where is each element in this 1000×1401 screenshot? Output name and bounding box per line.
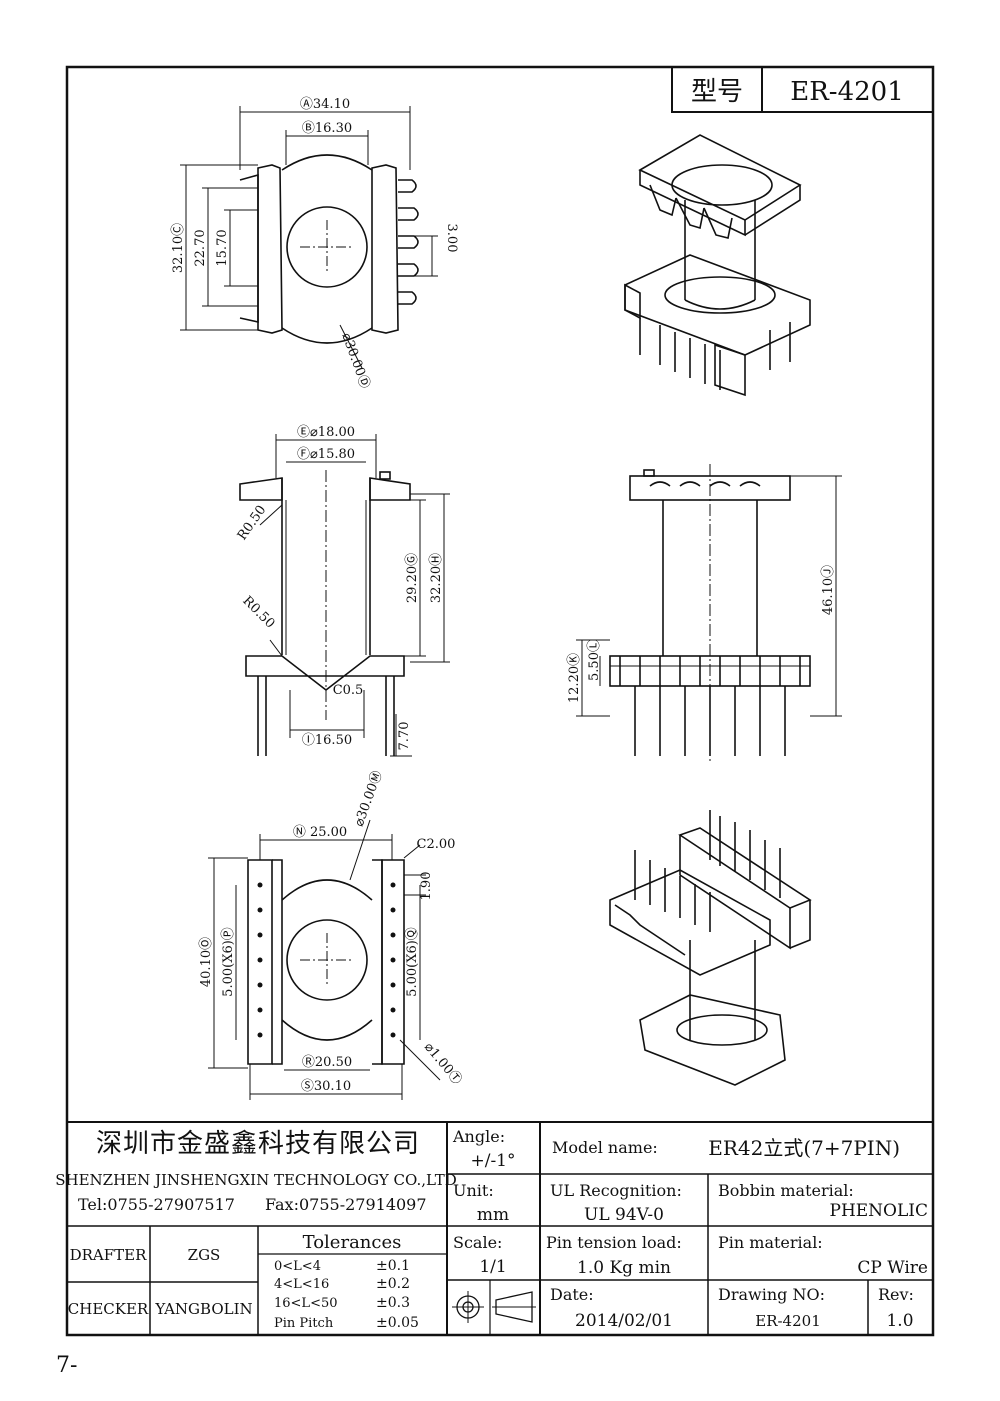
ul-value: UL 94V-0 (584, 1205, 664, 1225)
dim-h: 32.20Ⓗ (429, 553, 444, 603)
dim-o: 40.10Ⓞ (199, 937, 214, 987)
drafter-label: DRAFTER (70, 1246, 148, 1264)
dim-3-00: 3.00 (444, 224, 459, 253)
dim-j: 46.10Ⓙ (821, 565, 836, 615)
model-box-label: 型号 (691, 77, 743, 107)
angle-value: +/-1° (470, 1151, 515, 1171)
tolerance-value-3: ±0.05 (376, 1315, 419, 1331)
top-view-dims: Ⓐ34.10 Ⓑ16.30 32.10Ⓒ 22.70 15.70 3.00 ⌀3… (171, 97, 459, 391)
dim-b: Ⓑ16.30 (302, 121, 352, 136)
projection-symbol-icon (452, 1291, 536, 1323)
checker-value: YANGBOLIN (154, 1300, 252, 1318)
dim-g: 29.20Ⓖ (405, 553, 420, 603)
dim-m: ⌀30.00Ⓜ (352, 769, 386, 829)
tolerance-value-2: ±0.3 (376, 1295, 410, 1311)
model-box-value: ER-4201 (790, 77, 904, 107)
dim-s: Ⓢ30.10 (301, 1079, 351, 1094)
dim-f: Ⓕ⌀15.80 (297, 447, 355, 462)
front-view-dims: 46.10Ⓙ 12.20Ⓚ 5.50Ⓛ (567, 565, 836, 703)
bottom-view-dims: Ⓝ 25.00 ⌀30.00Ⓜ C2.00 1.90 40.10Ⓞ 5.00(X… (199, 769, 464, 1094)
tolerance-value-1: ±0.2 (376, 1276, 410, 1292)
pin-tension-value: 1.0 Kg min (577, 1258, 671, 1278)
angle-label: Angle: (452, 1127, 505, 1146)
dim-c200: C2.00 (417, 837, 456, 852)
date-value: 2014/02/01 (575, 1311, 673, 1331)
dim-1-90: 1.90 (419, 872, 434, 901)
pin-tension-label: Pin tension load: (546, 1233, 682, 1252)
drawing-no-label: Drawing NO: (718, 1285, 825, 1304)
model-name-label: Model name: (552, 1138, 658, 1157)
dim-c: 32.10Ⓒ (171, 223, 186, 273)
bobbin-material-value: PHENOLIC (830, 1201, 929, 1221)
tolerance-range-0: 0<L<4 (274, 1259, 321, 1274)
scale-value: 1/1 (479, 1257, 506, 1277)
rev-label: Rev: (878, 1285, 914, 1304)
bobbin-material-label: Bobbin material: (718, 1181, 854, 1200)
dim-7-70: 7.70 (397, 722, 412, 751)
tolerance-range-2: 16<L<50 (274, 1296, 338, 1311)
unit-value: mm (477, 1205, 509, 1225)
pin-material-value: CP Wire (857, 1258, 928, 1278)
model-box: 型号 ER-4201 (671, 66, 934, 113)
dim-d: ⌀30.00Ⓓ (338, 331, 372, 391)
dim-22-70: 22.70 (193, 229, 208, 266)
sheet-border (65, 65, 935, 1337)
side-view (239, 434, 450, 757)
tolerances-title: Tolerances (303, 1232, 402, 1253)
front-view (576, 464, 842, 762)
dim-e: Ⓔ⌀18.00 (297, 425, 355, 440)
dim-k: 12.20Ⓚ (567, 653, 582, 703)
page-number: 7- (56, 1353, 77, 1378)
scale-label: Scale: (453, 1233, 502, 1252)
dim-c05: C0.5 (333, 683, 364, 698)
company-name-cn: 深圳市金盛鑫科技有限公司 (96, 1129, 420, 1159)
dim-i: Ⓘ16.50 (302, 733, 352, 748)
rev-value: 1.0 (886, 1311, 913, 1331)
bottom-view (208, 819, 441, 1100)
dim-q: 5.00(X6)Ⓠ (405, 927, 420, 997)
company-tel: Tel:0755-27907517 (78, 1195, 235, 1214)
dim-n: Ⓝ 25.00 (293, 825, 347, 840)
isometric-view-top (624, 134, 811, 397)
top-view (180, 106, 438, 369)
bottom-view-pins (257, 882, 396, 1038)
dim-p: 5.00(X6)Ⓟ (221, 927, 236, 997)
company-name-en: SHENZHEN JINSHENGXIN TECHNOLOGY CO.,LTD (55, 1171, 457, 1189)
unit-label: Unit: (453, 1181, 494, 1200)
checker-label: CHECKER (68, 1300, 149, 1318)
tolerance-range-3: Pin Pitch (274, 1316, 334, 1331)
title-block-text: 深圳市金盛鑫科技有限公司 SHENZHEN JINSHENGXIN TECHNO… (55, 1127, 928, 1331)
pin-material-label: Pin material: (718, 1233, 823, 1252)
dim-r: Ⓡ20.50 (302, 1055, 352, 1070)
date-label: Date: (550, 1285, 594, 1304)
dim-r050-top: R0.50 (235, 503, 270, 543)
ul-label: UL Recognition: (550, 1181, 682, 1200)
title-block-grid (67, 1121, 933, 1335)
drawing-no-value: ER-4201 (755, 1312, 821, 1330)
dim-t: ⌀1.00Ⓣ (421, 1040, 464, 1088)
model-name-value: ER42立式(7+7PIN) (708, 1136, 900, 1160)
tolerance-value-0: ±0.1 (376, 1258, 410, 1274)
isometric-view-bottom (609, 810, 812, 1086)
dim-r050-bottom: R0.50 (239, 594, 277, 632)
dim-l: 5.50Ⓛ (587, 639, 602, 681)
dim-a: Ⓐ34.10 (300, 97, 350, 112)
company-fax: Fax:0755-27914097 (265, 1195, 427, 1214)
dim-15-70: 15.70 (215, 229, 230, 266)
tolerance-range-1: 4<L<16 (274, 1277, 329, 1292)
drafter-value: ZGS (188, 1246, 221, 1264)
